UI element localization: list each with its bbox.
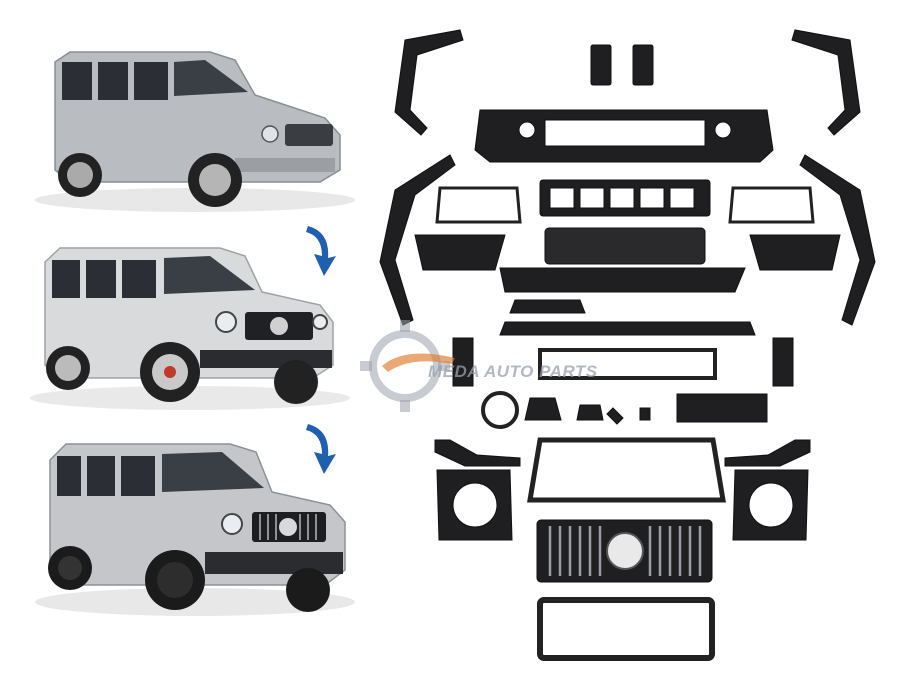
wheel-arch-left bbox=[379, 154, 456, 326]
vehicle-comparison bbox=[0, 0, 360, 691]
body-kit-parts bbox=[355, 0, 900, 691]
wheel-arch-right bbox=[799, 154, 876, 326]
vehicle-amg-style bbox=[30, 247, 350, 410]
arrow-down-icon bbox=[306, 424, 336, 474]
watermark-text: MEDA AUTO PARTS bbox=[428, 362, 598, 381]
gear-icon bbox=[360, 320, 455, 412]
vehicle-amg-gt-grille bbox=[35, 443, 355, 616]
parts-illustration bbox=[379, 29, 876, 661]
fender-flare-front-right bbox=[791, 29, 861, 136]
arrow-down-icon bbox=[306, 226, 336, 276]
vehicle-illustrations bbox=[30, 51, 355, 616]
vehicle-original bbox=[35, 51, 355, 212]
watermark: MEDA AUTO PARTS bbox=[360, 318, 597, 413]
fender-flare-front-left bbox=[394, 29, 464, 136]
